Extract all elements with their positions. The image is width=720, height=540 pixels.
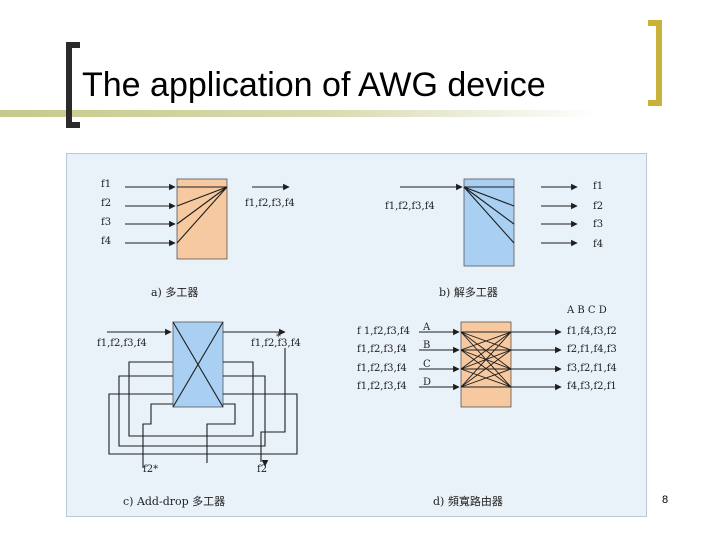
add-drop-output-mark: * [276,332,281,343]
router-input-label: f1,f2,f3,f4 [357,363,407,374]
mux-caption: a) 多工器 [151,285,198,299]
awg-applications-figure: f1 f2 f3 f4 f1,f2,f3,f4 a) 多工器 f1,f2,f3,… [66,153,647,517]
router-output-label: f1,f4,f3,f2 [567,326,617,337]
router-diagram: A B C D f 1,f2,f3,f4 f1,f2,f3,f4 f1,f2,f… [357,305,617,508]
add-drop-output-label: f1,f2,f3,f4 [251,338,301,349]
mux-input-label: f1 [101,179,111,190]
title-underline-bar [0,110,600,117]
mux-device-box [176,178,228,260]
router-output-label: f2,f1,f4,f3 [567,344,617,355]
router-input-label: f 1,f2,f3,f4 [357,326,410,337]
add-drop-drop-label: f2 [257,464,267,475]
router-caption: d) 頻寬路由器 [433,494,503,508]
mux-input-label: f2 [101,198,111,209]
add-drop-caption: c) Add-drop 多工器 [123,494,225,508]
left-bracket-decoration [66,42,80,128]
router-input-label: f1,f2,f3,f4 [357,344,407,355]
router-output-label: f3,f2,f1,f4 [567,363,617,374]
right-bracket-decoration [648,20,662,106]
mux-diagram: f1 f2 f3 f4 f1,f2,f3,f4 a) 多工器 [101,178,295,299]
router-port-header: A B C D [566,305,607,316]
awg-diagram: f1 f2 f3 f4 f1,f2,f3,f4 a) 多工器 f1,f2,f3,… [97,178,617,508]
add-drop-input-label: f1,f2,f3,f4 [97,338,147,349]
page-number: 8 [662,494,669,506]
router-input-label: f1,f2,f3,f4 [357,381,407,392]
router-device-box [460,321,512,408]
router-input-port-label: B [423,340,430,351]
demux-output-label: f3 [593,219,603,230]
router-input-port-label: D [423,377,431,388]
slide-title: The application of AWG device [82,66,546,104]
demux-output-label: f1 [593,181,603,192]
demux-output-label: f2 [593,201,603,212]
mux-output-label: f1,f2,f3,f4 [245,198,295,209]
demux-caption: b) 解多工器 [439,285,498,299]
mux-input-label: f3 [101,217,111,228]
router-input-port-label: C [423,359,431,370]
router-output-label: f4,f3,f2,f1 [567,381,617,392]
demux-input-label: f1,f2,f3,f4 [385,201,435,212]
add-drop-diagram: f1,f2,f3,f4 f1,f2,f3,f4 * f2* f2 c) Add-… [97,321,301,508]
mux-input-label: f4 [101,236,111,247]
add-drop-add-label: f2* [143,464,158,475]
router-input-port-label: A [422,322,431,333]
demux-diagram: f1,f2,f3,f4 f1 f2 f3 f4 b) 解多工器 [385,178,603,299]
demux-output-label: f4 [593,239,603,250]
